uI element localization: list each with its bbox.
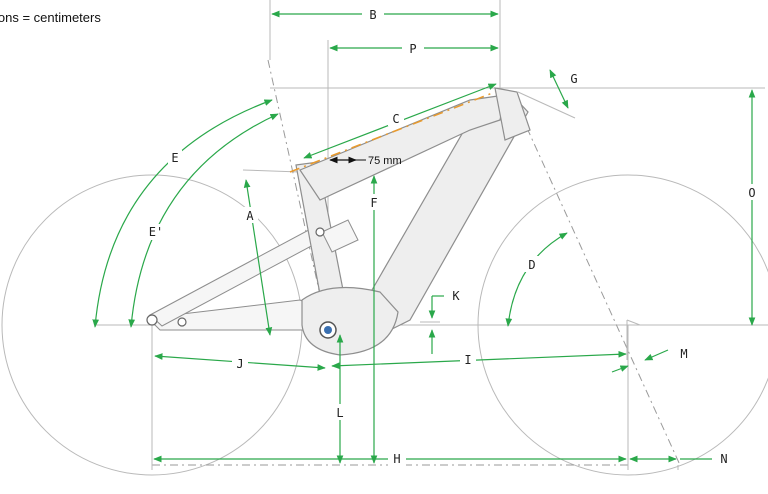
units-note: ions = centimeters — [0, 10, 101, 25]
head-tube — [494, 87, 531, 141]
dim-E-prime — [128, 113, 279, 328]
label-M: M — [680, 347, 687, 361]
setback-label: 75 mm — [368, 155, 402, 167]
steering-axis — [511, 94, 681, 466]
label-F: F — [370, 196, 377, 210]
label-B: B — [369, 8, 376, 22]
label-P: P — [409, 42, 416, 56]
label-K: K — [452, 289, 460, 303]
motor-housing — [301, 286, 399, 356]
label-E: E — [171, 151, 178, 165]
dim-A — [243, 179, 273, 336]
label-O: O — [748, 186, 755, 200]
label-A: A — [246, 209, 254, 223]
rear-dropout — [146, 314, 158, 326]
label-G: G — [570, 72, 577, 86]
label-E-prime: E' — [149, 225, 163, 239]
dim-G — [549, 69, 569, 109]
dim-I — [331, 350, 627, 370]
label-J: J — [236, 357, 243, 371]
label-D: D — [528, 258, 535, 272]
shock — [321, 219, 359, 253]
label-C: C — [392, 112, 399, 126]
dim-D — [505, 232, 568, 327]
label-L: L — [336, 406, 343, 420]
label-H: H — [393, 452, 400, 466]
label-I: I — [464, 353, 471, 367]
label-N: N — [720, 452, 727, 466]
